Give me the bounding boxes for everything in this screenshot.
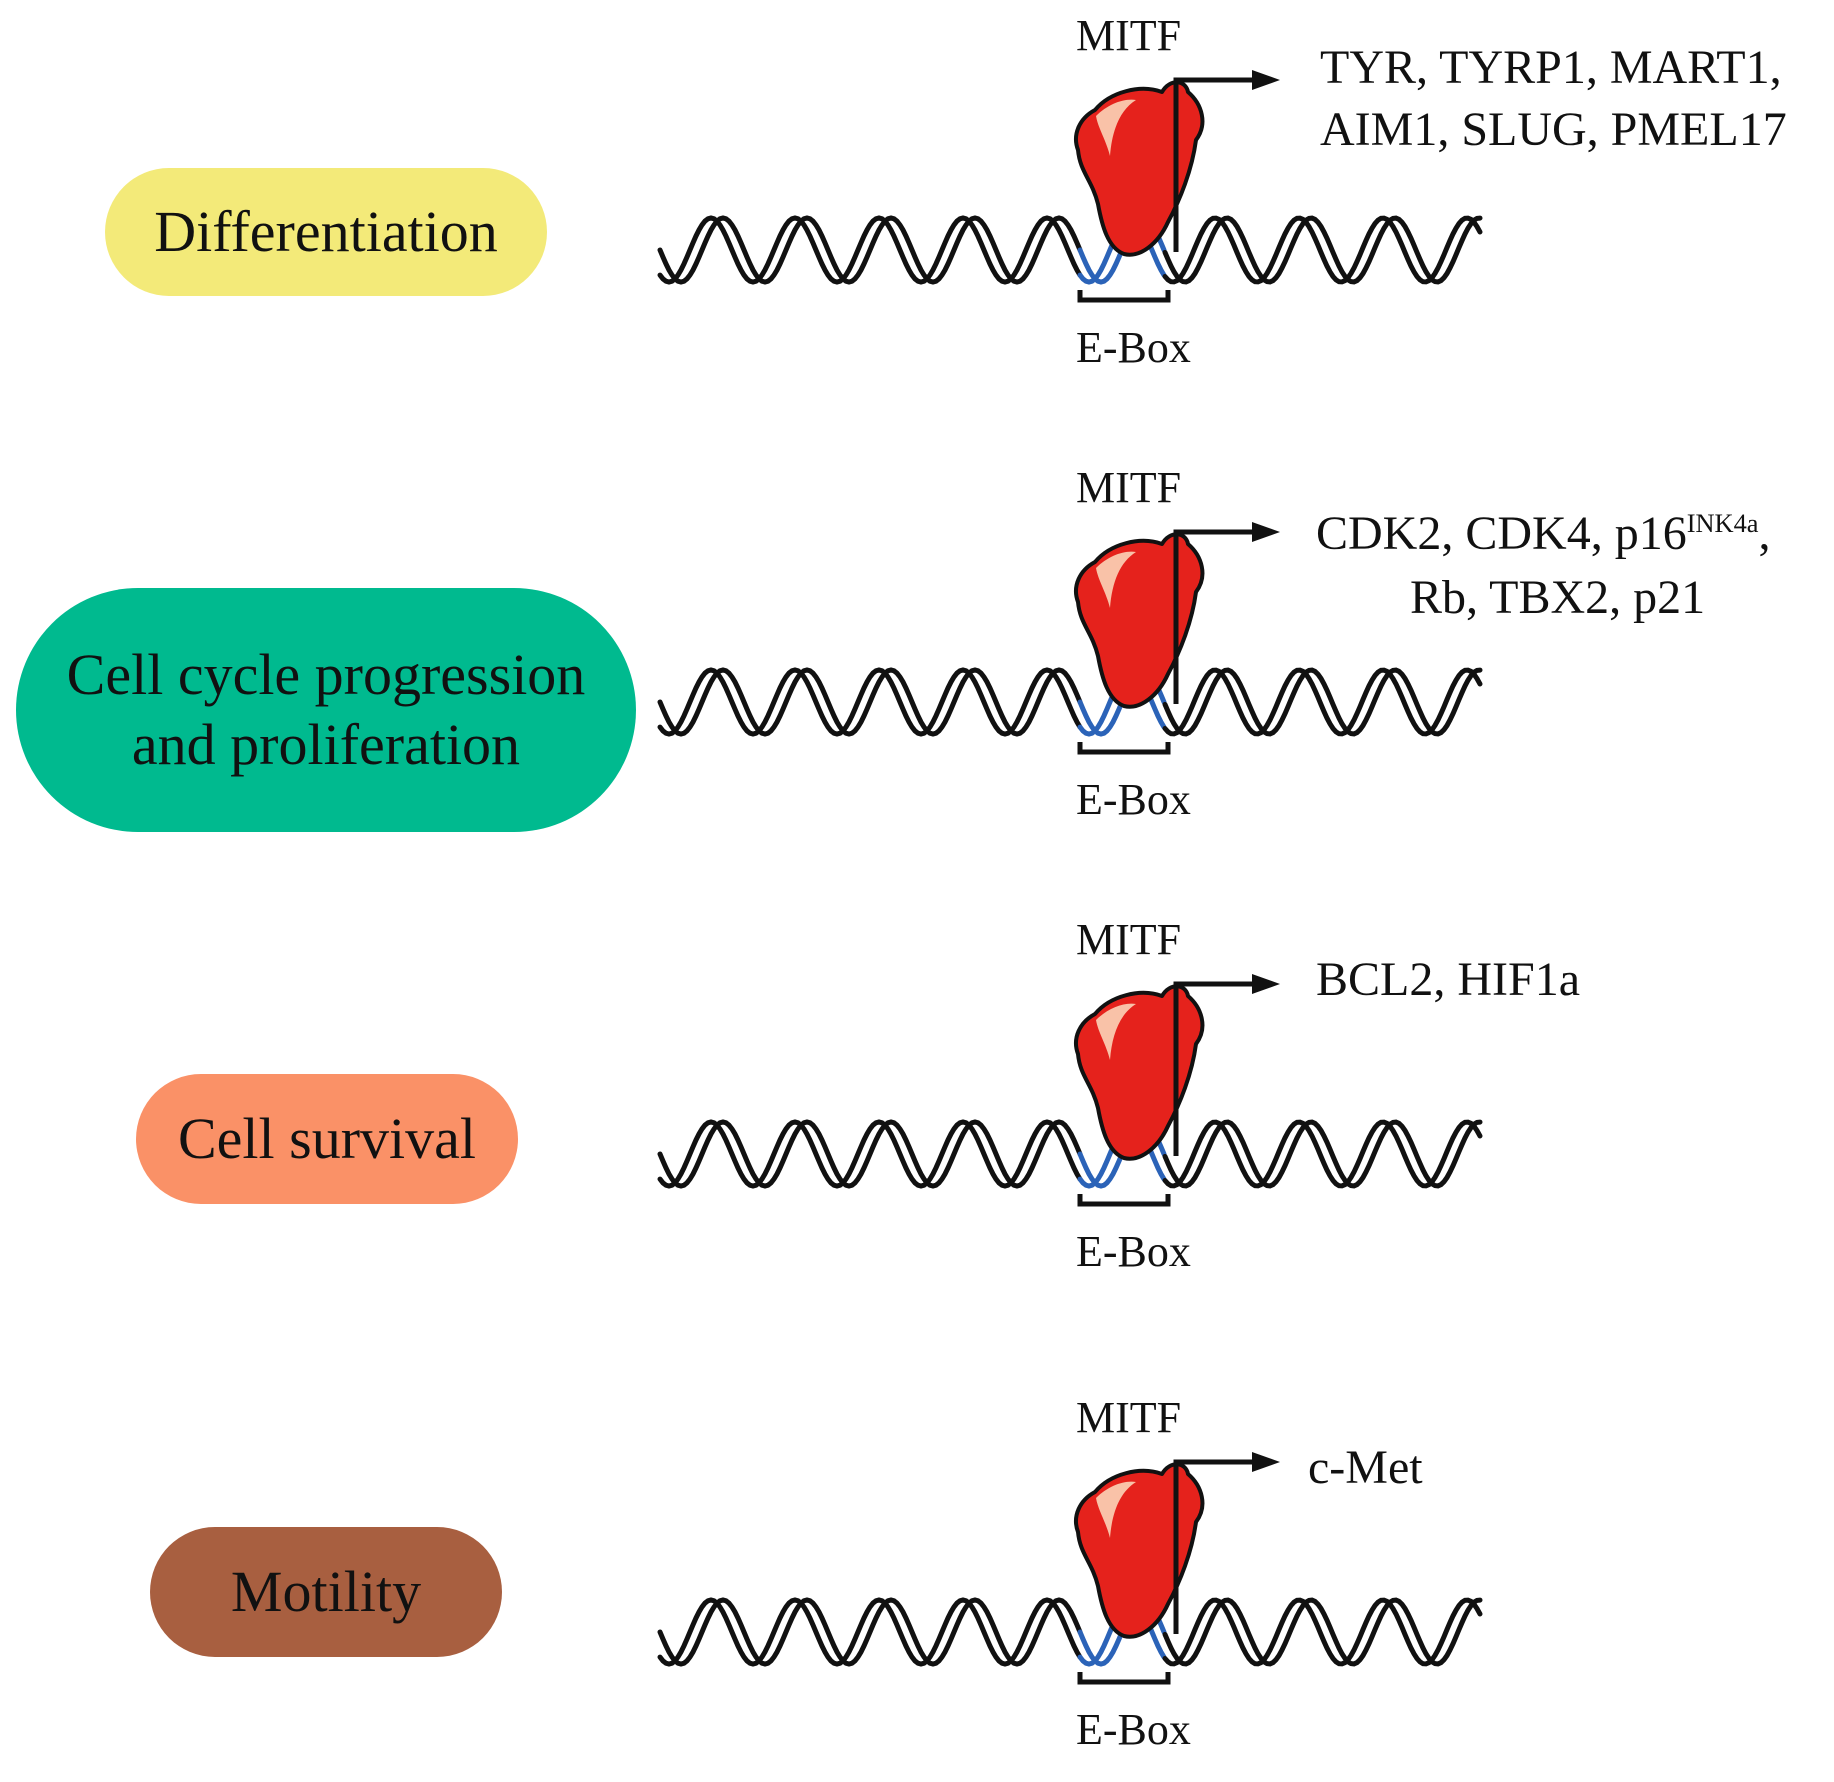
- differentiation-pill: Differentiation: [105, 168, 547, 296]
- transcription-line: [1173, 1459, 1252, 1634]
- target-genes-2-line2: Rb, TBX2, p21: [1410, 571, 1706, 624]
- motility-pill: Motility: [150, 1527, 502, 1657]
- cell-cycle-label-line1: Cell cycle progression: [66, 642, 586, 708]
- dna-strand-2: [1162, 667, 1483, 737]
- dna-strand-2: [657, 667, 1083, 737]
- transcription-line: [1173, 981, 1252, 1156]
- mitf-protein: [1074, 80, 1205, 257]
- mitf-protein: [1074, 984, 1205, 1161]
- ebox-bracket: [1077, 742, 1171, 755]
- dna-binding-diagram-2: [657, 522, 1483, 755]
- dna-strand-2: [1162, 1119, 1483, 1189]
- mitf-protein-highlight: [1096, 1003, 1136, 1060]
- dna-strand-1: [1162, 215, 1483, 285]
- arrow-head: [1252, 1452, 1280, 1472]
- dna-strand-2: [657, 215, 1083, 285]
- ebox-label-4: E-Box: [1076, 1705, 1191, 1754]
- cell-cycle-label-line2: and proliferation: [131, 712, 521, 777]
- cell-cycle-pill: Cell cycle progression and proliferation: [16, 588, 636, 832]
- ebox-label-3: E-Box: [1076, 1227, 1191, 1276]
- arrow-head: [1252, 70, 1280, 90]
- ebox-label-1: E-Box: [1076, 323, 1191, 372]
- ebox-bracket: [1077, 1194, 1171, 1207]
- differentiation-label: Differentiation: [154, 199, 498, 265]
- dna-binding-diagram-3: [657, 974, 1483, 1207]
- dna-strand-1: [1162, 1119, 1483, 1189]
- ebox-bracket: [1077, 290, 1171, 303]
- mitf-label-1: MITF: [1076, 11, 1182, 60]
- mitf-label-3: MITF: [1076, 915, 1182, 964]
- mitf-label-4: MITF: [1076, 1393, 1182, 1442]
- cell-survival-pill: Cell survival: [136, 1074, 518, 1204]
- target-genes-3: BCL2, HIF1a: [1316, 953, 1580, 1006]
- dna-binding-diagram-4: [657, 1452, 1483, 1685]
- transcription-line: [1173, 77, 1252, 252]
- target-genes-1-line2: AIM1, SLUG, PMEL17: [1320, 103, 1787, 156]
- ebox-label-2: E-Box: [1076, 775, 1191, 824]
- motility-label: Motility: [230, 1559, 422, 1625]
- dna-strand-1: [1162, 667, 1483, 737]
- dna-strand-2: [657, 1597, 1083, 1667]
- mitf-protein-highlight: [1096, 1481, 1136, 1538]
- dna-strand-2: [1162, 1597, 1483, 1667]
- dna-strand-1: [1162, 1597, 1483, 1667]
- mitf-protein: [1074, 532, 1205, 709]
- cell-survival-label: Cell survival: [177, 1106, 476, 1172]
- mitf-protein-highlight: [1096, 551, 1136, 608]
- mitf-protein-highlight: [1096, 99, 1136, 156]
- dna-binding-diagram-1: [657, 70, 1483, 303]
- mitf-label-2: MITF: [1076, 463, 1182, 512]
- ebox-bracket: [1077, 1672, 1171, 1685]
- transcription-line: [1173, 529, 1252, 704]
- arrow-head: [1252, 974, 1280, 994]
- dna-strand-2: [657, 1119, 1083, 1189]
- target-genes-4: c-Met: [1308, 1441, 1423, 1494]
- target-genes-1-line1: TYR, TYRP1, MART1,: [1320, 41, 1782, 94]
- arrow-head: [1252, 522, 1280, 542]
- mitf-protein: [1074, 1462, 1205, 1639]
- dna-strand-2: [1162, 215, 1483, 285]
- target-genes-2-line1: CDK2, CDK4, p16INK4a,: [1316, 507, 1771, 560]
